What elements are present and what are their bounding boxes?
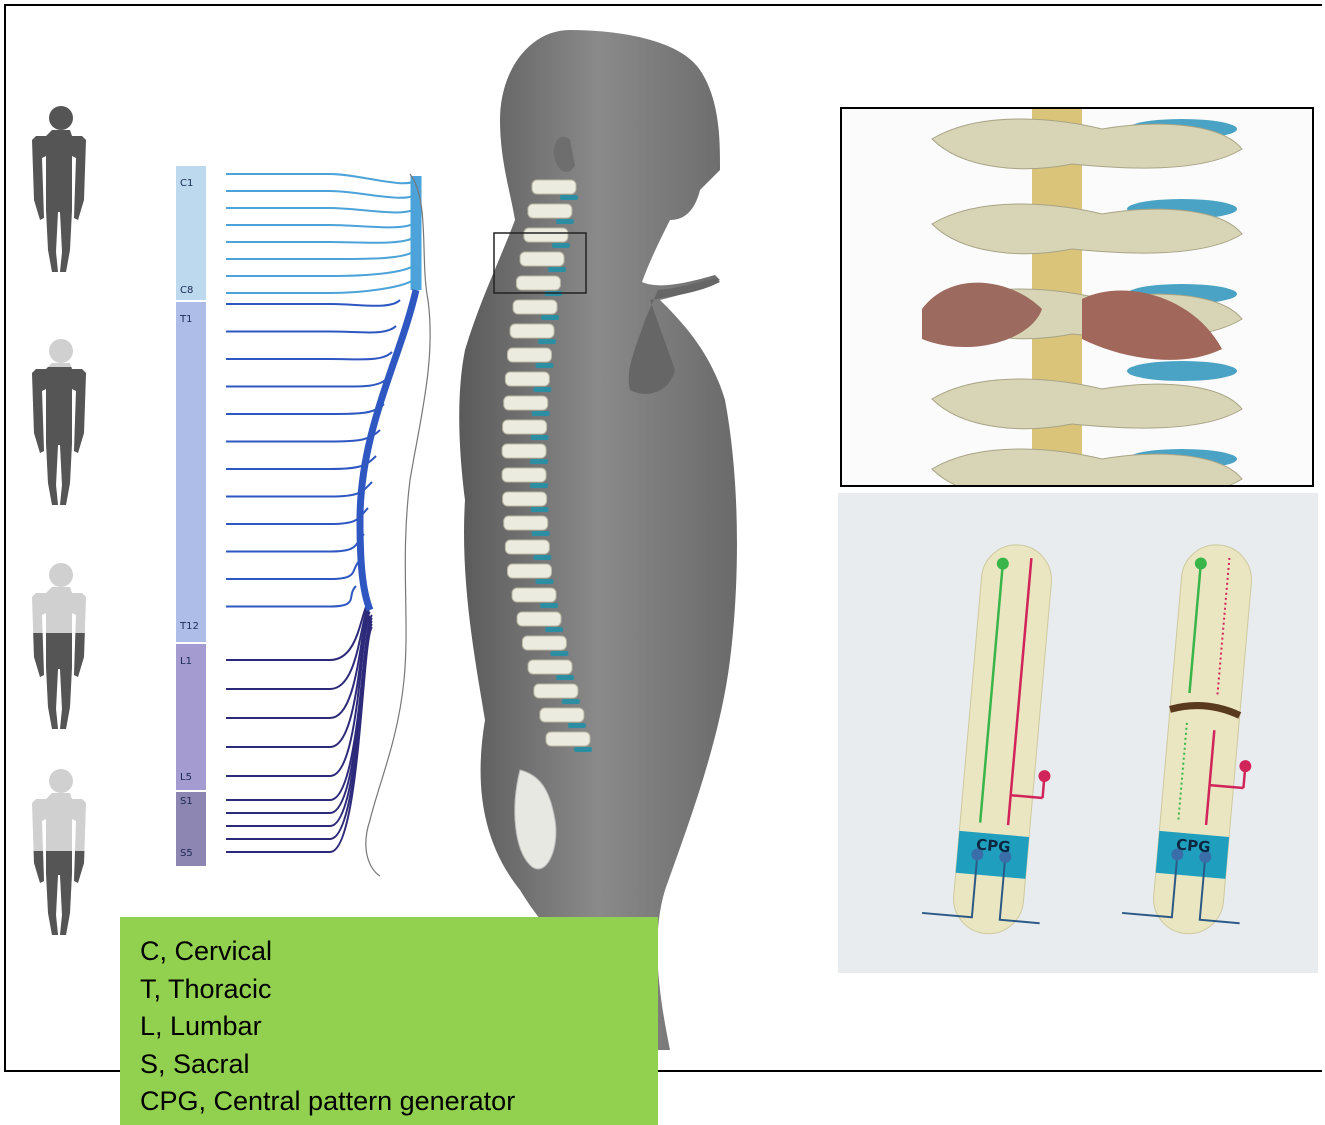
- vertebra: [520, 252, 564, 266]
- nerve-root: [226, 456, 376, 469]
- nerve-lines: [226, 174, 416, 852]
- cpg-diagram: CPG CPG: [838, 493, 1318, 973]
- nerve-root: [226, 222, 416, 227]
- vertebra: [505, 540, 549, 554]
- nerve-root: [226, 378, 388, 387]
- nerve-root: [226, 534, 364, 552]
- nerve-root: [226, 236, 416, 243]
- disc: [556, 675, 574, 680]
- vertebra: [516, 276, 560, 290]
- nerve-root: [226, 278, 416, 293]
- cpg-diagram-inset: CPG CPG: [838, 493, 1318, 973]
- vertebra: [502, 444, 546, 458]
- nerve-root: [226, 612, 370, 747]
- cpg-label-left: CPG: [975, 835, 1011, 856]
- disc: [530, 459, 548, 464]
- nerve-root: [226, 560, 360, 579]
- disc: [533, 387, 551, 392]
- disc: [532, 531, 550, 536]
- disc: [548, 267, 566, 272]
- disc: [552, 243, 570, 248]
- vertebra: [503, 492, 547, 506]
- cord-injured: CPG: [1121, 539, 1273, 938]
- cpg-label-right: CPG: [1175, 835, 1211, 856]
- vertebrae-closeup-inset: [840, 107, 1314, 487]
- vertebra: [517, 612, 561, 626]
- sensory-neuron-right: [1239, 760, 1252, 773]
- vertebra: [504, 516, 548, 530]
- vertebra: [524, 228, 568, 242]
- abbreviations-legend: C, Cervical T, Thoracic L, Lumbar S, Sac…: [120, 917, 658, 1125]
- nerve-root: [226, 191, 416, 198]
- legend-item-lumbar: L, Lumbar: [140, 1008, 658, 1046]
- disc: [550, 651, 568, 656]
- nerve-root: [226, 326, 396, 333]
- intervertebral-disc: [1127, 361, 1237, 381]
- vertebra: [540, 708, 584, 722]
- disc: [541, 315, 559, 320]
- disc: [574, 747, 592, 752]
- disc: [531, 507, 549, 512]
- vertebra: [507, 348, 551, 362]
- nerve-root: [226, 174, 416, 183]
- vertebra: [510, 324, 554, 338]
- disc: [545, 627, 563, 632]
- nerve-root: [226, 604, 370, 689]
- vertebra: [513, 300, 557, 314]
- vertebra: [507, 564, 551, 578]
- nerve-root: [226, 352, 392, 359]
- disc: [533, 555, 551, 560]
- nerve-root: [226, 482, 372, 497]
- nerve-root: [226, 616, 370, 776]
- vertebra: [528, 660, 572, 674]
- human-body-spine: [420, 20, 780, 1070]
- legend-item-cpg: CPG, Central pattern generator: [140, 1083, 658, 1121]
- disc: [538, 339, 556, 344]
- vertebra: [512, 588, 556, 602]
- vertebra: [504, 396, 548, 410]
- vertebra-bone: [932, 379, 1242, 429]
- vertebra: [532, 180, 576, 194]
- nerve-root: [226, 608, 370, 718]
- vertebra: [502, 468, 546, 482]
- spinal-cord-thoracic: [360, 290, 416, 610]
- disc: [530, 483, 548, 488]
- disc: [540, 603, 558, 608]
- disc: [531, 435, 549, 440]
- disc: [568, 723, 586, 728]
- disc: [535, 579, 553, 584]
- nerve-root: [226, 208, 416, 212]
- nerve-root: [226, 586, 356, 607]
- vertebra: [534, 684, 578, 698]
- disc: [560, 195, 578, 200]
- legend-item-sacral: S, Sacral: [140, 1046, 658, 1084]
- cord-intact: CPG: [921, 539, 1073, 938]
- vertebra: [505, 372, 549, 386]
- sensory-neuron-left: [1038, 770, 1051, 783]
- vertebra: [528, 204, 572, 218]
- disc: [562, 699, 580, 704]
- nerve-root: [226, 430, 380, 442]
- legend-item-cervical: C, Cervical: [140, 933, 658, 971]
- nerve-root: [226, 300, 400, 306]
- disc: [556, 219, 574, 224]
- vertebra: [503, 420, 547, 434]
- nerve-root: [226, 264, 416, 276]
- vertebrae-closeup: [842, 109, 1314, 487]
- nerve-root: [226, 508, 368, 524]
- vertebra: [522, 636, 566, 650]
- spinal-nerve-roots: [0, 0, 460, 900]
- nerve-root: [226, 600, 370, 660]
- legend-item-thoracic: T, Thoracic: [140, 971, 658, 1009]
- body-silhouette: [459, 30, 737, 1050]
- nerve-root: [226, 250, 416, 259]
- disc: [535, 363, 553, 368]
- nerve-root: [226, 404, 384, 414]
- disc: [532, 411, 550, 416]
- vertebra: [546, 732, 590, 746]
